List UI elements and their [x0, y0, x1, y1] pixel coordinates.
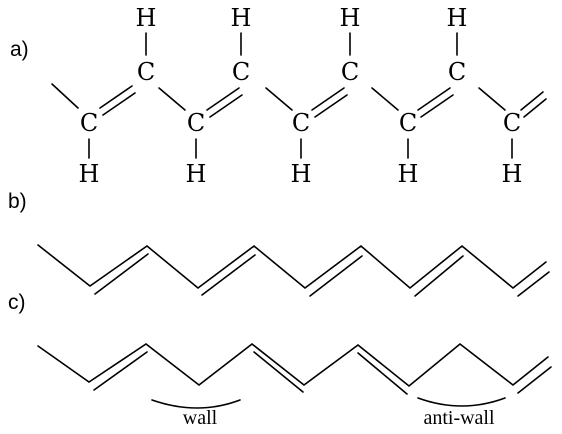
- anti-wall-arc: [417, 397, 506, 407]
- double-bond-line: [201, 254, 256, 296]
- double-bond-line: [102, 92, 136, 116]
- panel-label-b: b): [8, 190, 27, 213]
- double-bond-line: [417, 87, 451, 111]
- hydrogen-atom: H: [136, 4, 157, 32]
- hydrogen-atom: H: [398, 160, 419, 188]
- double-bond-line: [414, 255, 464, 297]
- double-bond-line: [520, 91, 544, 111]
- skeletal-chain-defects: wall anti-wall: [37, 342, 552, 429]
- bonds: [51, 32, 547, 159]
- hydrogen-atom: H: [79, 160, 100, 188]
- carbon-atom: C: [137, 58, 155, 86]
- carbon-atom: C: [187, 109, 205, 137]
- carbon-atom: C: [448, 58, 466, 86]
- single-bond: [371, 87, 399, 111]
- structural-formula: C H C H C H C H C H C H C H C H C H: [51, 4, 547, 188]
- anti-wall-label: anti-wall: [423, 407, 495, 429]
- single-bond: [158, 87, 186, 111]
- double-bond-line: [309, 255, 363, 297]
- wall-arc: [151, 399, 241, 409]
- hydrogen-atom: H: [186, 160, 207, 188]
- skeletal-chain-regular: [37, 244, 550, 297]
- double-bond-line: [93, 351, 148, 391]
- carbon-atom: C: [80, 109, 98, 137]
- hydrogen-atom: H: [447, 4, 468, 32]
- atoms: C H C H C H C H C H C H C H C H C H: [79, 4, 523, 188]
- hydrogen-atom: H: [340, 4, 361, 32]
- hydrogen-atom: H: [291, 160, 312, 188]
- carbon-atom: C: [232, 58, 250, 86]
- carbon-atom: C: [399, 109, 417, 137]
- chain-backbone: [37, 342, 549, 388]
- wall-label: wall: [183, 407, 218, 429]
- hydrogen-atom: H: [231, 4, 252, 32]
- double-bond-line: [314, 94, 348, 118]
- hydrogen-atom: H: [502, 160, 523, 188]
- double-bond-line: [209, 94, 243, 118]
- carbon-atom: C: [341, 58, 359, 86]
- double-bond-line: [420, 94, 454, 118]
- double-bond-line: [311, 87, 345, 111]
- single-bond: [478, 87, 506, 111]
- chain-backbone: [37, 244, 547, 290]
- double-bond-line: [99, 85, 133, 109]
- double-bond-line: [206, 87, 240, 111]
- double-bond-line: [253, 351, 304, 393]
- single-bond: [51, 83, 79, 109]
- carbon-atom: C: [292, 109, 310, 137]
- double-bond-line: [523, 98, 547, 118]
- double-bond-line: [517, 366, 552, 394]
- double-bond-line: [357, 352, 408, 395]
- panel-label-a: a): [10, 38, 29, 61]
- double-bond-line: [517, 271, 550, 297]
- carbon-atom: C: [503, 109, 521, 137]
- single-bond: [265, 87, 293, 111]
- panel-label-c: c): [8, 291, 26, 314]
- double-bond-line: [94, 253, 149, 295]
